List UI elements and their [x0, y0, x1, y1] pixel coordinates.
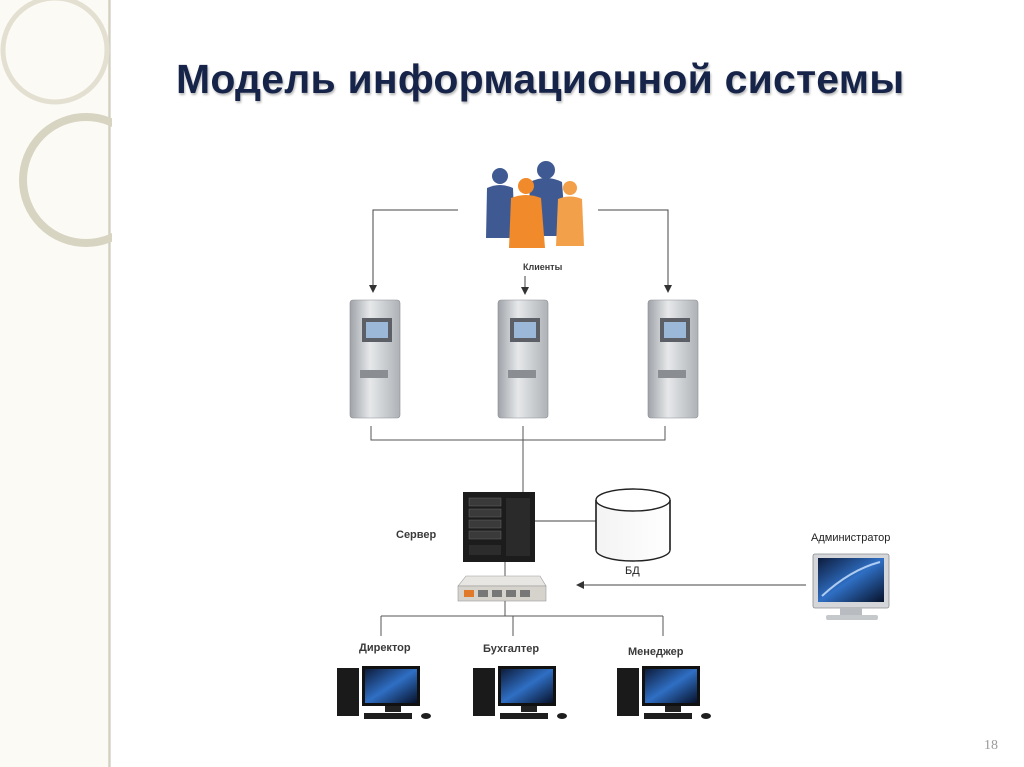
decorative-rings — [0, 0, 112, 247]
workstation-label-director: Директор — [359, 642, 411, 654]
admin-label: Администратор — [811, 532, 891, 544]
people-icon — [486, 161, 584, 248]
terminal-kiosk-icon — [647, 299, 699, 419]
clients-label: Клиенты — [523, 262, 563, 272]
workstation-label-accountant: Бухгалтер — [483, 643, 540, 655]
desktop-computer-icon — [473, 666, 567, 719]
database-icon — [595, 488, 671, 562]
desktop-computer-icon — [617, 666, 711, 719]
db-label: БД — [625, 565, 640, 577]
desktop-computer-icon — [337, 666, 431, 719]
terminal-kiosk-icon — [349, 299, 401, 419]
terminal-kiosk-icon — [497, 299, 549, 419]
left-divider-line — [108, 0, 111, 767]
page-number: 18 — [984, 738, 998, 753]
monitor-icon — [812, 553, 890, 620]
network-switch-icon — [457, 562, 547, 602]
server-icon — [463, 492, 535, 562]
server-label: Сервер — [396, 529, 437, 541]
slide-title: Модель информационной системы — [176, 56, 905, 102]
workstation-label-manager: Менеджер — [628, 646, 684, 658]
